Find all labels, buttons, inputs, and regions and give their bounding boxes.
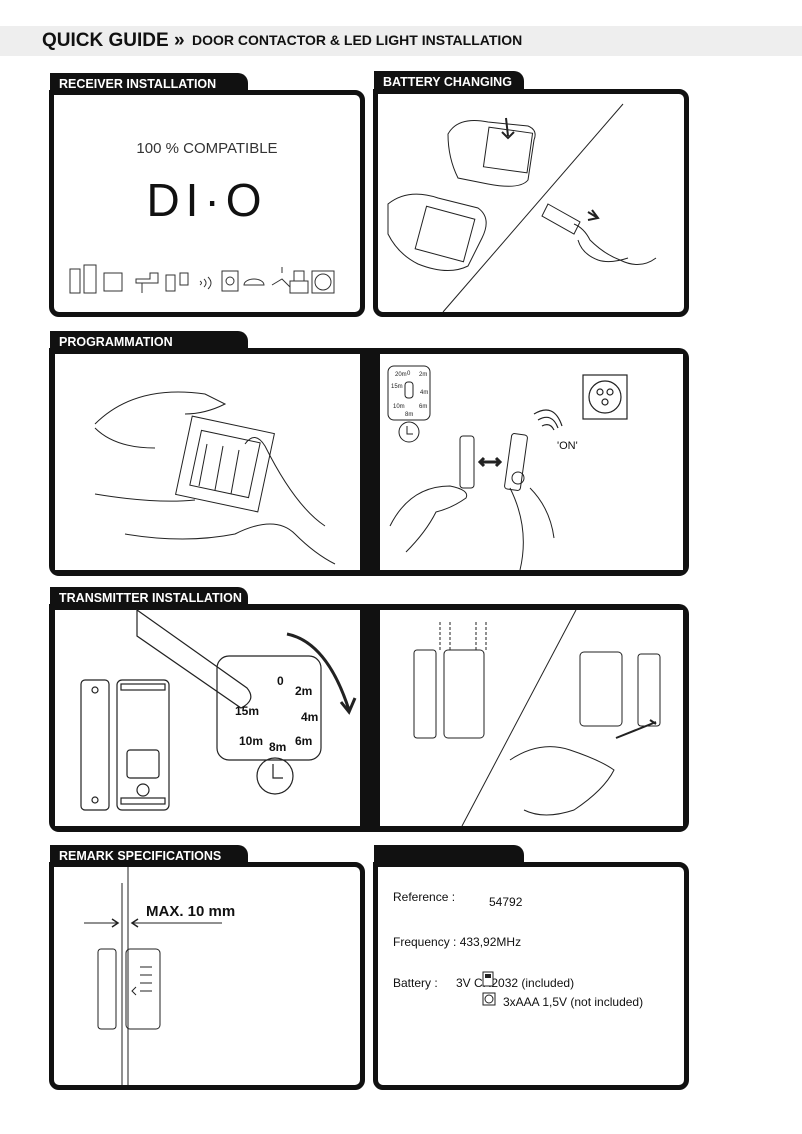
- svg-text:2m: 2m: [419, 372, 427, 378]
- programmation-section-title: PROGRAMMATION: [59, 335, 173, 349]
- programmation-section-tab: PROGRAMMATION: [50, 331, 248, 353]
- transmitter-right-pane: [380, 609, 683, 827]
- transmitter-section-tab: TRANSMITTER INSTALLATION: [50, 587, 248, 609]
- transmitter-parts-illustration: [80, 608, 357, 811]
- receiver-panel: 100 % COMPATIBLE DI·O: [49, 90, 365, 317]
- transmitter-section-title: TRANSMITTER INSTALLATION: [59, 591, 242, 605]
- signal-waves-icon: [533, 409, 563, 431]
- dial-label-10m: 10m: [239, 734, 264, 748]
- dial-label-0: 0: [277, 674, 284, 688]
- remark-section-title: REMARK SPECIFICATIONS: [59, 849, 222, 863]
- reference-label: Reference :: [393, 890, 456, 904]
- programmation-left-pane: [55, 354, 360, 570]
- pairing-illustration: [389, 433, 555, 571]
- receiver-section-title: RECEIVER INSTALLATION: [59, 77, 217, 91]
- remark-panel: MAX. 10 mm: [49, 862, 365, 1090]
- transmitter-panel: 0 2m 4m 6m 8m 10m 15m: [49, 604, 689, 832]
- battery-section-tab: BATTERY CHANGING: [374, 71, 524, 93]
- svg-text:20m: 20m: [395, 372, 407, 378]
- dial-label-2m: 2m: [295, 684, 313, 698]
- quick-guide-title: QUICK GUIDE »: [42, 30, 185, 51]
- gap-diagram: [84, 867, 222, 1085]
- on-label: 'ON': [557, 440, 578, 452]
- compatible-devices-icons: [69, 264, 335, 294]
- frequency-text: Frequency : 433,92MHz: [393, 935, 522, 949]
- socket-icon: [582, 374, 628, 420]
- remark-section-tab: REMARK SPECIFICATIONS: [50, 845, 248, 867]
- svg-text:0: 0: [407, 371, 411, 377]
- dial-label-6m: 6m: [295, 734, 313, 748]
- compatible-text: 100 % COMPATIBLE: [136, 140, 278, 157]
- reference-value: 54792: [489, 895, 523, 909]
- dial-label-4m: 4m: [301, 710, 319, 724]
- specs-section-tab: [374, 845, 524, 867]
- battery-panel: [373, 89, 689, 317]
- transmitter-battery-icon: [482, 971, 494, 987]
- svg-text:6m: 6m: [419, 404, 427, 410]
- battery-label: Battery :: [393, 976, 438, 990]
- light-battery-icon: [482, 992, 496, 1006]
- transmitter-left-pane: 0 2m 4m 6m 8m 10m 15m: [55, 608, 360, 826]
- receiver-opening-illustration: [94, 391, 336, 565]
- svg-text:8m: 8m: [405, 412, 413, 418]
- battery-transmitter: 3V CR2032 (included): [456, 976, 575, 990]
- dial-label-8m: 8m: [269, 740, 287, 754]
- mounting-illustration: [413, 609, 661, 827]
- header-bar: QUICK GUIDE » DOOR CONTACTOR & LED LIGHT…: [0, 26, 802, 56]
- receiver-section-tab: RECEIVER INSTALLATION: [50, 73, 248, 95]
- svg-text:4m: 4m: [420, 390, 428, 396]
- svg-text:10m: 10m: [393, 404, 405, 410]
- dio-logo: DI·O: [146, 174, 268, 226]
- dial-label-15m: 15m: [235, 704, 260, 718]
- max-gap-label: MAX. 10 mm: [146, 903, 236, 920]
- battery-change-illustration: [387, 103, 657, 313]
- guide-subtitle: DOOR CONTACTOR & LED LIGHT INSTALLATION: [192, 32, 523, 48]
- svg-text:15m: 15m: [391, 384, 403, 390]
- battery-light: 3xAAA 1,5V (not included): [503, 995, 644, 1009]
- specs-panel: Reference : 54792 Frequency : 433,92MHz …: [373, 862, 689, 1090]
- battery-section-title: BATTERY CHANGING: [383, 75, 512, 89]
